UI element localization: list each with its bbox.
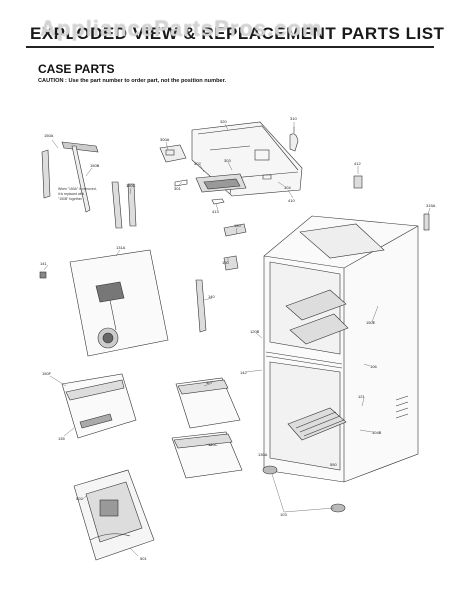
- label-502: 502: [76, 496, 83, 501]
- center-mullion-part: [195, 223, 247, 333]
- control-board-part: [195, 173, 247, 193]
- small-bracket-parts: [174, 174, 272, 205]
- top-bracket-part: [159, 144, 187, 163]
- control-panel-assembly: [69, 249, 169, 357]
- note-line-2: it is replaced with: [58, 192, 84, 196]
- label-121: 121: [358, 394, 365, 399]
- label-300a: 300A: [160, 137, 170, 142]
- label-131a: 131A: [116, 245, 126, 250]
- replacement-note: When "150A" is removed, it is replaced w…: [58, 187, 97, 201]
- label-410: 410: [288, 198, 295, 203]
- label-150e: 150E: [366, 320, 376, 325]
- header-rule: [26, 46, 434, 48]
- machine-compartment-part: [73, 469, 155, 561]
- label-141: 141: [40, 261, 47, 266]
- leader-lines: [43, 122, 431, 557]
- label-304: 304: [284, 185, 291, 190]
- label-412: 412: [354, 161, 361, 166]
- part-labels: 150A 150B 150C 300A 320 310 301 302 303 …: [40, 116, 436, 561]
- door-shelf-part: [61, 373, 137, 439]
- drawer-handle-parts: [171, 377, 243, 479]
- label-304b: 304B: [372, 430, 382, 435]
- label-302: 302: [194, 161, 201, 166]
- note-line-1: When "150A" is removed,: [58, 187, 97, 191]
- page-title: EXPLODED VIEW & REPLACEMENT PARTS LIST: [30, 24, 445, 43]
- label-107: 107: [206, 380, 213, 385]
- caution-note: CAUTION : Use the part number to order p…: [38, 78, 227, 84]
- note-line-3: "150B" together.: [58, 197, 83, 201]
- label-103: 103: [280, 512, 287, 517]
- left-small-part: [39, 271, 47, 279]
- section-title: CASE PARTS: [38, 62, 115, 76]
- label-150c: 150C: [126, 183, 136, 188]
- label-135: 135: [58, 436, 65, 441]
- label-120b: 120B: [250, 329, 260, 334]
- label-150f: 150F: [42, 371, 52, 376]
- watermark: AppliancePartsPros.com: [40, 16, 323, 41]
- left-door-trim-parts: [41, 141, 137, 229]
- label-301: 301: [174, 186, 181, 191]
- refrigerator-case-body: [263, 215, 419, 483]
- label-413: 413: [212, 209, 219, 214]
- label-320: 320: [220, 119, 227, 124]
- top-hinge-part: [289, 127, 299, 152]
- label-106: 106: [370, 364, 377, 369]
- roller-parts: [262, 465, 346, 513]
- label-130: 130: [222, 260, 229, 265]
- label-310: 310: [290, 116, 297, 121]
- label-150a: 150A: [44, 133, 54, 138]
- label-501: 501: [140, 556, 147, 561]
- label-120c: 120C: [208, 442, 218, 447]
- label-315a: 315A: [426, 203, 436, 208]
- label-140: 140: [208, 294, 215, 299]
- label-130a: 130A: [258, 452, 268, 457]
- label-303: 303: [224, 158, 231, 163]
- label-142: 142: [240, 370, 247, 375]
- label-120: 120: [234, 223, 241, 228]
- label-550: 550: [330, 462, 337, 467]
- label-150b: 150B: [90, 163, 100, 168]
